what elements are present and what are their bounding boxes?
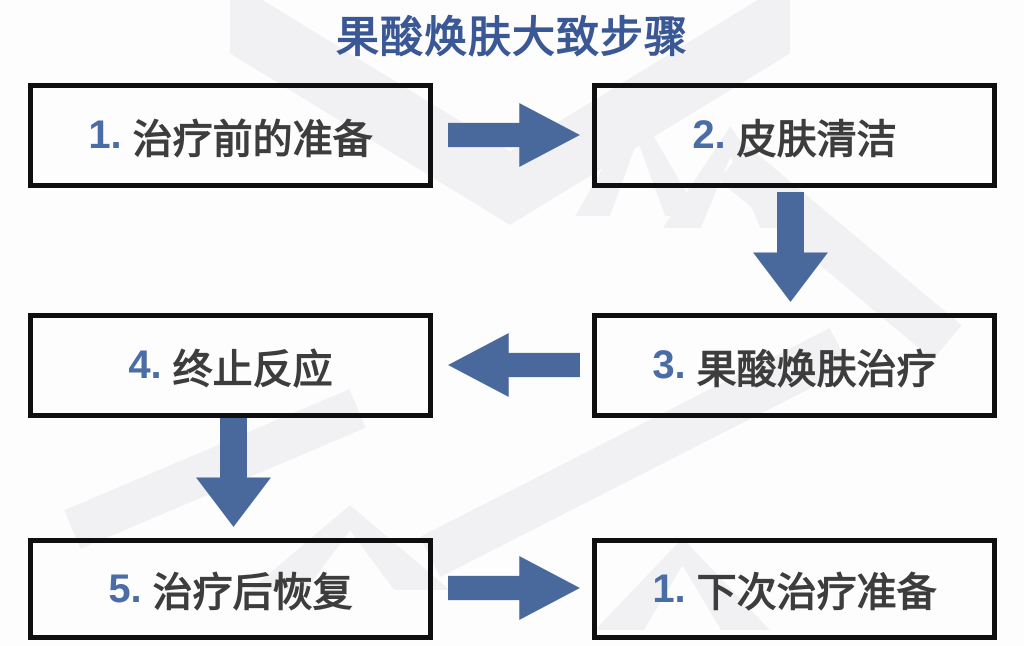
step-label: 治疗后恢复 — [152, 571, 353, 615]
step-number: 1. — [88, 113, 122, 157]
step-label: 下次治疗准备 — [696, 571, 937, 615]
step-box-4: 4. 终止反应 — [28, 313, 433, 418]
step-number: 3. — [652, 343, 686, 387]
step-label: 果酸焕肤治疗 — [696, 347, 937, 392]
arrow-right-icon — [448, 556, 580, 620]
step-box-3: 3. 果酸焕肤治疗 — [592, 313, 997, 418]
page-title: 果酸焕肤大致步骤 — [336, 14, 688, 62]
step-number: 4. — [128, 343, 162, 387]
step-number: 2. — [692, 113, 726, 157]
arrow-left-icon — [448, 333, 580, 397]
step-box-5: 5. 治疗后恢复 — [28, 538, 433, 640]
step-number: 1. — [652, 566, 686, 611]
step-label: 终止反应 — [172, 347, 333, 392]
step-label: 皮肤清洁 — [736, 117, 897, 162]
step-box-1: 1. 治疗前的准备 — [28, 83, 433, 188]
step-box-next-treatment: 1. 下次治疗准备 — [592, 538, 997, 640]
step-box-2: 2. 皮肤清洁 — [592, 83, 997, 188]
step-label: 治疗前的准备 — [132, 117, 373, 162]
step-number: 5. — [108, 566, 142, 611]
